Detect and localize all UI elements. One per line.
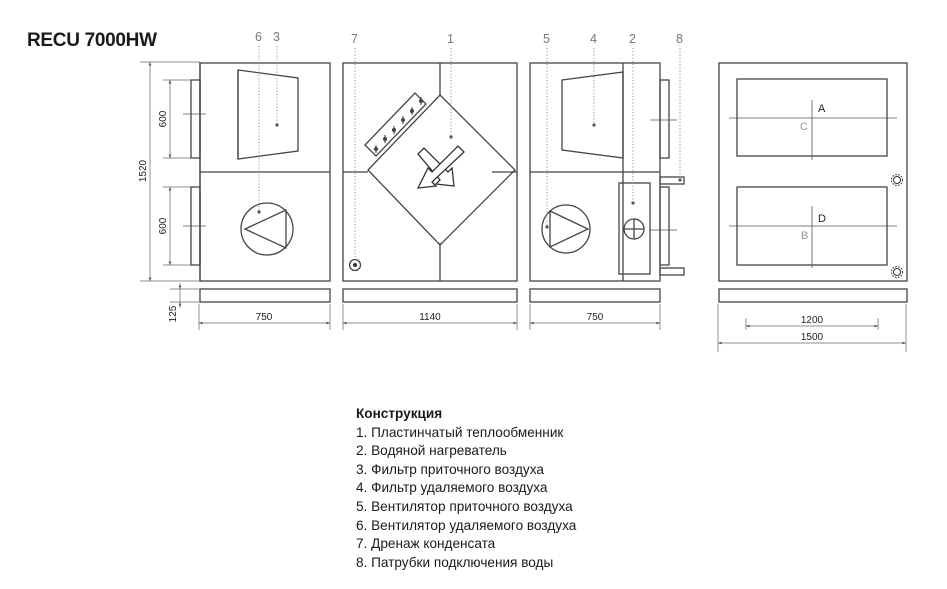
water-heater [618, 182, 651, 275]
port-a-label: A [818, 103, 826, 115]
exhaust-fan [240, 202, 294, 256]
callout-4: 4 [590, 32, 597, 46]
callout-8: 8 [676, 32, 683, 46]
dim-height-base: 125 [168, 305, 179, 322]
dim-height-upper: 600 [158, 110, 169, 127]
dim-width-middle: 1140 [419, 312, 441, 323]
construction-legend: Конструкция 1. Пластинчатый теплообменни… [356, 405, 576, 572]
gear-icon [891, 266, 903, 278]
dim-height-lower: 600 [158, 217, 169, 234]
diagram-title: RECU 7000HW [27, 30, 157, 51]
dimensions: 1520 600 600 125 750 1140 750 [138, 61, 907, 352]
middle-base [342, 288, 518, 303]
rear-base [718, 288, 908, 303]
port-b-label: B [801, 230, 808, 242]
dim-width-outer: 1500 [801, 332, 824, 343]
legend-heading: Конструкция [356, 406, 443, 421]
callout-6: 6 [255, 30, 262, 44]
legend-item-7: 7. Дренаж конденсата [356, 536, 496, 552]
legend-item-1: 1. Пластинчатый теплообменник [356, 424, 564, 440]
left-view [183, 62, 331, 303]
callouts: 6 3 7 1 5 4 2 8 [255, 30, 683, 265]
legend-item-5: 5. Вентилятор приточного воздуха [356, 498, 573, 514]
legend-item-8: 8. Патрубки подключения воды [356, 554, 554, 570]
left-base [199, 288, 331, 303]
crossflow-arrows [416, 145, 465, 189]
callout-3: 3 [273, 30, 280, 44]
callout-2: 2 [629, 32, 636, 46]
middle-view [342, 62, 518, 303]
heater-strip [364, 92, 427, 157]
port-c-label: C [800, 121, 808, 133]
extract-filter [561, 71, 624, 159]
left-upper-flange [190, 79, 201, 159]
water-pipe-upper [659, 176, 685, 185]
water-pipe-lower [659, 267, 685, 276]
callout-5: 5 [543, 32, 550, 46]
dim-width-inner: 1200 [801, 315, 824, 326]
legend-item-6: 6. Вентилятор удаляемого воздуха [356, 517, 577, 533]
rear-view: A C D B [718, 62, 908, 303]
right-lower-flange [659, 186, 670, 266]
legend-item-4: 4. Фильтр удаляемого воздуха [356, 480, 548, 496]
legend-item-2: 2. Водяной нагреватель [356, 443, 507, 459]
plate-heat-exchanger [367, 94, 516, 246]
supply-fan [541, 204, 591, 254]
port-d-label: D [818, 213, 826, 225]
legend-item-3: 3. Фильтр приточного воздуха [356, 461, 544, 477]
right-base [529, 288, 661, 303]
gear-icon [891, 174, 903, 186]
callout-1: 1 [447, 32, 454, 46]
rear-view-body [718, 62, 908, 282]
dim-width-left: 750 [256, 312, 273, 323]
dim-height-total: 1520 [138, 159, 149, 182]
dim-width-right: 750 [587, 312, 604, 323]
right-view [529, 62, 685, 303]
right-upper-flange [659, 79, 670, 159]
supply-filter [237, 69, 299, 160]
callout-7: 7 [351, 32, 358, 46]
